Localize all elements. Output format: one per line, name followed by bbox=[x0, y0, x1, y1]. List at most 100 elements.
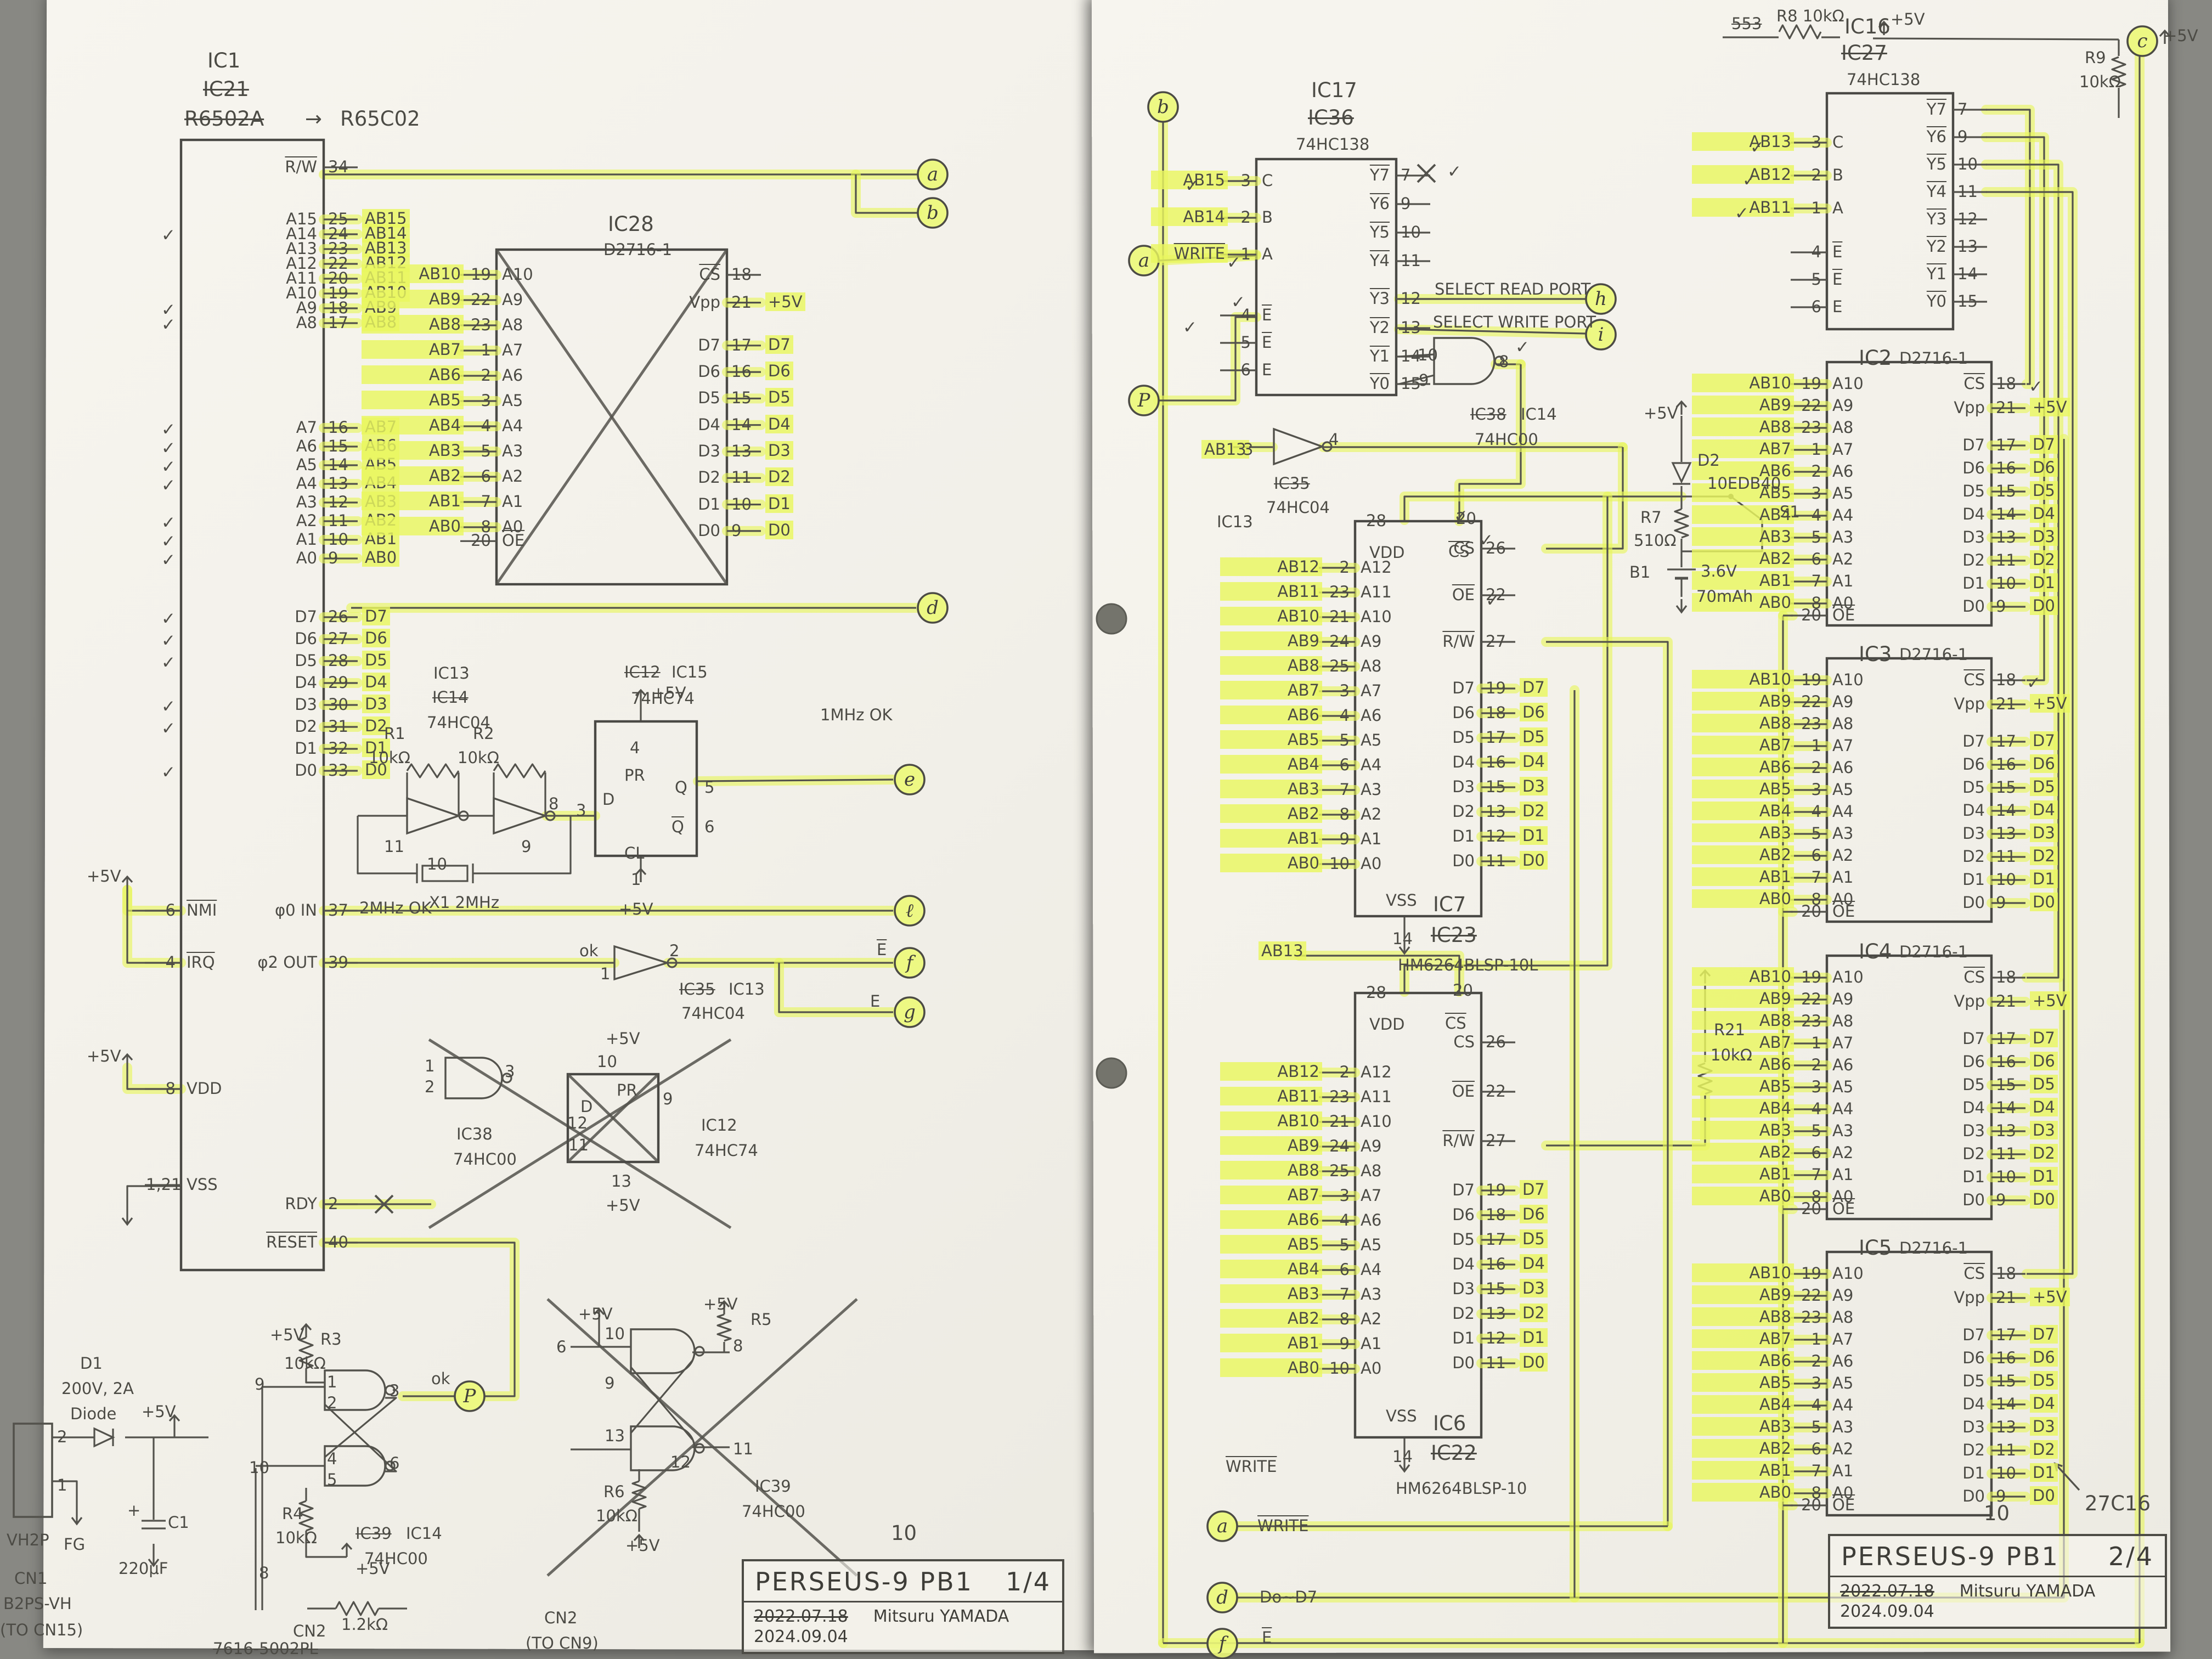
net-label: D7 bbox=[765, 335, 793, 354]
pin-name: A1 bbox=[1832, 1165, 1854, 1184]
net-label: AB7 bbox=[1220, 681, 1322, 699]
pin-name: E bbox=[1262, 306, 1272, 324]
pin-number: 11 bbox=[1996, 1441, 2016, 1459]
pin-name: OE bbox=[1452, 1082, 1475, 1101]
annotation: 10kΩ bbox=[1711, 1046, 1752, 1064]
pin-name: D5 bbox=[1962, 1075, 1985, 1094]
net-label: AB7 bbox=[1692, 1033, 1794, 1052]
wire bbox=[305, 1368, 325, 1384]
pin-name: D3 bbox=[1962, 1121, 1985, 1140]
annotation: 14 bbox=[1392, 1447, 1413, 1466]
annotation: CN2 bbox=[293, 1622, 326, 1640]
net-label: D3 bbox=[1520, 777, 1548, 795]
pin-name: A5 bbox=[1361, 1235, 1382, 1254]
pin-name: A9 bbox=[1832, 1286, 1854, 1305]
pin-number: 8 bbox=[1811, 594, 1821, 612]
inverter-gate bbox=[406, 797, 462, 835]
wire bbox=[305, 1531, 347, 1558]
sheet2-title: PERSEUS-9 PB1 bbox=[1841, 1542, 2059, 1571]
pin-number: 4 bbox=[165, 953, 176, 972]
net-label: D6 bbox=[2030, 458, 2058, 477]
pin-name: A5 bbox=[1832, 780, 1854, 799]
annotation: B1 bbox=[1629, 563, 1651, 582]
pin-name: A6 bbox=[1832, 1352, 1854, 1370]
net-label: AB9 bbox=[1220, 1136, 1322, 1155]
pin-name: A11 bbox=[1361, 583, 1392, 601]
pin-name: D1 bbox=[1962, 1167, 1985, 1186]
pin-name: D6 bbox=[1962, 459, 1985, 477]
pin-name: D5 bbox=[698, 388, 720, 408]
pin-name: D6 bbox=[295, 629, 317, 648]
pin-name: D7 bbox=[1452, 679, 1475, 697]
connector-circle-f bbox=[1206, 1628, 1238, 1659]
net-label: AB3 bbox=[1692, 1417, 1794, 1436]
pin-name: D1 bbox=[1452, 1329, 1475, 1347]
pin-number: 7 bbox=[1957, 100, 1968, 119]
annotation: 11 bbox=[568, 1136, 589, 1154]
pin-name: A11 bbox=[1361, 1087, 1392, 1106]
pin-name: D7 bbox=[1962, 436, 1985, 454]
pin-number: 4 bbox=[481, 416, 491, 435]
sheet2-sheet-number: 2/4 bbox=[2108, 1542, 2154, 1571]
pin-number: 9 bbox=[1996, 893, 2006, 912]
connector-circle-b bbox=[917, 197, 949, 229]
annotation: 12 bbox=[567, 1114, 588, 1132]
pin-name: D0 bbox=[698, 521, 720, 540]
pin-number: 20 bbox=[1801, 1199, 1821, 1218]
connector-circle-a bbox=[1206, 1510, 1238, 1542]
pin-name: A5 bbox=[1832, 1077, 1854, 1096]
annotation: IC14 bbox=[406, 1524, 442, 1543]
pin-number: 18 bbox=[1486, 1205, 1506, 1224]
connector-letter-h: h bbox=[1595, 288, 1607, 310]
pin-number: 12 bbox=[1486, 827, 1506, 845]
sheet1-old-date: 2022.07.18 bbox=[754, 1607, 848, 1626]
pin-number: 15 bbox=[1996, 1372, 2016, 1390]
connector-letter-a: a bbox=[1138, 250, 1150, 272]
pin-name: D3 bbox=[1452, 1279, 1475, 1298]
checkmark: ✓ bbox=[161, 631, 176, 651]
checkmark: ✓ bbox=[161, 532, 176, 551]
net-label: D7 bbox=[1520, 678, 1548, 697]
connector-circle-h bbox=[1585, 283, 1617, 315]
annotation: Diode bbox=[70, 1404, 117, 1423]
pin-name: A8 bbox=[1832, 714, 1854, 733]
net-label: AB9 bbox=[1692, 396, 1794, 414]
net-label: AB5 bbox=[1692, 1077, 1794, 1096]
pin-number: 22 bbox=[1801, 1286, 1821, 1305]
plus5v-arrowhead bbox=[121, 875, 133, 883]
pin-number: 11 bbox=[1996, 847, 2016, 866]
net-label: AB3 bbox=[1692, 823, 1794, 842]
pin-number: 21 bbox=[1996, 992, 2016, 1011]
net-label: +5V bbox=[2030, 398, 2070, 416]
net-label: D1 bbox=[1520, 826, 1548, 845]
annotation: R4 bbox=[282, 1504, 303, 1523]
annotation: 10 bbox=[249, 1458, 269, 1477]
net-label: AB2 bbox=[1692, 845, 1794, 864]
pin-name: A13 bbox=[286, 239, 317, 258]
pin-name: A5 bbox=[1361, 731, 1382, 749]
pin-name: D7 bbox=[1962, 732, 1985, 751]
net-label: D6 bbox=[765, 362, 793, 381]
net-label: AB10 bbox=[1692, 967, 1794, 986]
net-label: D7 bbox=[2030, 1325, 2058, 1344]
net-label: AB6 bbox=[1692, 461, 1794, 480]
annotation: IC36 bbox=[1308, 106, 1354, 129]
net-label: D2 bbox=[1520, 1304, 1548, 1322]
net-label: AB15 bbox=[1151, 171, 1228, 189]
connector-letter-f: f bbox=[906, 952, 913, 974]
pin-number: 2 bbox=[328, 1194, 338, 1213]
pin-number: 23 bbox=[471, 315, 491, 334]
pin-name: VDD bbox=[187, 1079, 222, 1098]
net-label: AB6 bbox=[1220, 1210, 1322, 1229]
net-label: AB9 bbox=[1692, 989, 1794, 1008]
pin-number: 5 bbox=[1811, 270, 1821, 289]
net-label: AB1 bbox=[1692, 867, 1794, 886]
pin-name: A6 bbox=[502, 366, 523, 385]
pin-name: R/W bbox=[1442, 632, 1475, 651]
pin-name: A15 bbox=[286, 210, 317, 228]
pin-name: A7 bbox=[296, 418, 317, 437]
annotation: HM6264BLSP-10 bbox=[1396, 1479, 1527, 1498]
pin-name: φ2 OUT bbox=[257, 953, 317, 972]
pin-number: 8 bbox=[1811, 1483, 1821, 1502]
